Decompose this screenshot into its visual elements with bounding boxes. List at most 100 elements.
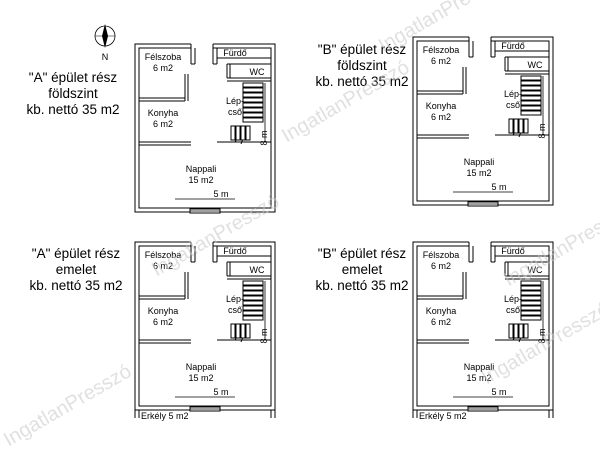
caption-line: "B" épület rész <box>317 42 407 57</box>
staircase <box>508 75 542 138</box>
balcony-label: Erkély 5 m2 <box>419 411 467 421</box>
living-room-label: Nappali <box>464 157 495 167</box>
bedroom-label: Félszoba <box>145 52 182 62</box>
stair-step <box>230 125 236 141</box>
bedroom-area: 6 m2 <box>431 56 451 66</box>
stair-step <box>242 280 264 286</box>
stair-step <box>242 92 264 98</box>
stair-step <box>242 112 264 118</box>
stair-length-label: 8 m <box>259 130 269 145</box>
stair-step <box>240 125 246 141</box>
bathroom-label: Fürdő <box>501 246 525 256</box>
stair-step <box>520 290 542 296</box>
stair-length-label: 8 m <box>259 328 269 343</box>
stair-step <box>242 117 264 123</box>
staircase <box>508 280 542 343</box>
caption-line: "A" épület rész <box>31 246 121 261</box>
wc-label: WC <box>250 67 265 77</box>
stair-step <box>235 125 241 141</box>
plan-b-ground-caption: "B" épület rész földszint kb. nettó 35 m… <box>304 42 420 90</box>
bedroom-label: Félszoba <box>145 250 182 260</box>
bathroom-label: Fürdő <box>501 41 525 51</box>
caption-line: "B" épület rész <box>317 246 407 261</box>
stair-step <box>242 87 264 93</box>
stair-step <box>520 90 542 96</box>
stair-step <box>520 105 542 111</box>
stair-step <box>520 100 542 106</box>
stair-step <box>230 323 236 339</box>
kitchen-label: Konyha <box>426 306 457 316</box>
caption-line: emelet <box>55 262 97 277</box>
stair-step <box>513 118 519 134</box>
stair-step <box>245 323 251 339</box>
caption-line: kb. nettó 35 m2 <box>315 74 409 89</box>
caption-line: földszint <box>337 58 387 73</box>
stair-step <box>242 97 264 103</box>
stair-step <box>520 295 542 301</box>
wc-label: WC <box>250 265 265 275</box>
caption-line: "A" épület rész <box>28 70 118 85</box>
wall-gap <box>191 42 213 50</box>
stairs-label: Lép- <box>504 294 522 304</box>
stair-step <box>520 300 542 306</box>
kitchen-area: 6 m2 <box>431 112 451 122</box>
living-room-area: 15 m2 <box>466 168 491 178</box>
caption-line: kb. nettó 35 m2 <box>26 102 120 117</box>
kitchen-area: 6 m2 <box>153 317 173 327</box>
stair-step <box>242 102 264 108</box>
stair-step <box>523 323 529 339</box>
plan-a-upper-caption: "A" épület rész emelet kb. nettó 35 m2 <box>18 246 134 294</box>
stairs-label: Lép- <box>226 96 244 106</box>
width-dimension-label: 5 m <box>213 387 228 397</box>
stair-step <box>242 295 264 301</box>
stair-step <box>240 323 246 339</box>
wc-label: WC <box>528 60 543 70</box>
stair-step <box>520 85 542 91</box>
stair-step <box>523 118 529 134</box>
caption-line: emelet <box>341 262 383 277</box>
compass-north-label: N <box>102 52 109 62</box>
stair-step <box>520 315 542 321</box>
stair-step <box>235 323 241 339</box>
stair-step <box>520 310 542 316</box>
caption-line: kb. nettó 35 m2 <box>29 278 123 293</box>
stairs-label-2: cső <box>506 305 520 315</box>
wall-gap <box>191 240 213 248</box>
stair-step <box>508 323 514 339</box>
bedroom-area: 6 m2 <box>431 261 451 271</box>
stairs-label: Lép- <box>226 294 244 304</box>
stair-step <box>242 107 264 113</box>
kitchen-label: Konyha <box>426 101 457 111</box>
bedroom-area: 6 m2 <box>153 63 173 73</box>
bedroom-label: Félszoba <box>423 250 460 260</box>
stair-step <box>518 118 524 134</box>
stair-step <box>242 290 264 296</box>
stair-step <box>520 95 542 101</box>
stair-step <box>242 300 264 306</box>
stairs-label-2: cső <box>506 100 520 110</box>
living-room-area: 15 m2 <box>466 373 491 383</box>
balcony-label: Erkély 5 m2 <box>141 411 189 421</box>
stairs-label-2: cső <box>228 305 242 315</box>
wall-gap <box>469 35 491 43</box>
stair-step <box>520 75 542 81</box>
kitchen-area: 6 m2 <box>431 317 451 327</box>
living-room-label: Nappali <box>186 164 217 174</box>
kitchen-label: Konyha <box>148 306 179 316</box>
stair-step <box>508 118 514 134</box>
staircase <box>230 280 264 343</box>
stair-step <box>242 310 264 316</box>
stair-step <box>520 285 542 291</box>
width-dimension-label: 5 m <box>491 182 506 192</box>
stair-step <box>520 110 542 116</box>
living-room-area: 15 m2 <box>188 373 213 383</box>
wall-gap <box>469 240 491 248</box>
stair-step <box>242 285 264 291</box>
kitchen-label: Konyha <box>148 108 179 118</box>
stairs-label-2: cső <box>228 107 242 117</box>
caption-line: földszint <box>48 86 98 101</box>
